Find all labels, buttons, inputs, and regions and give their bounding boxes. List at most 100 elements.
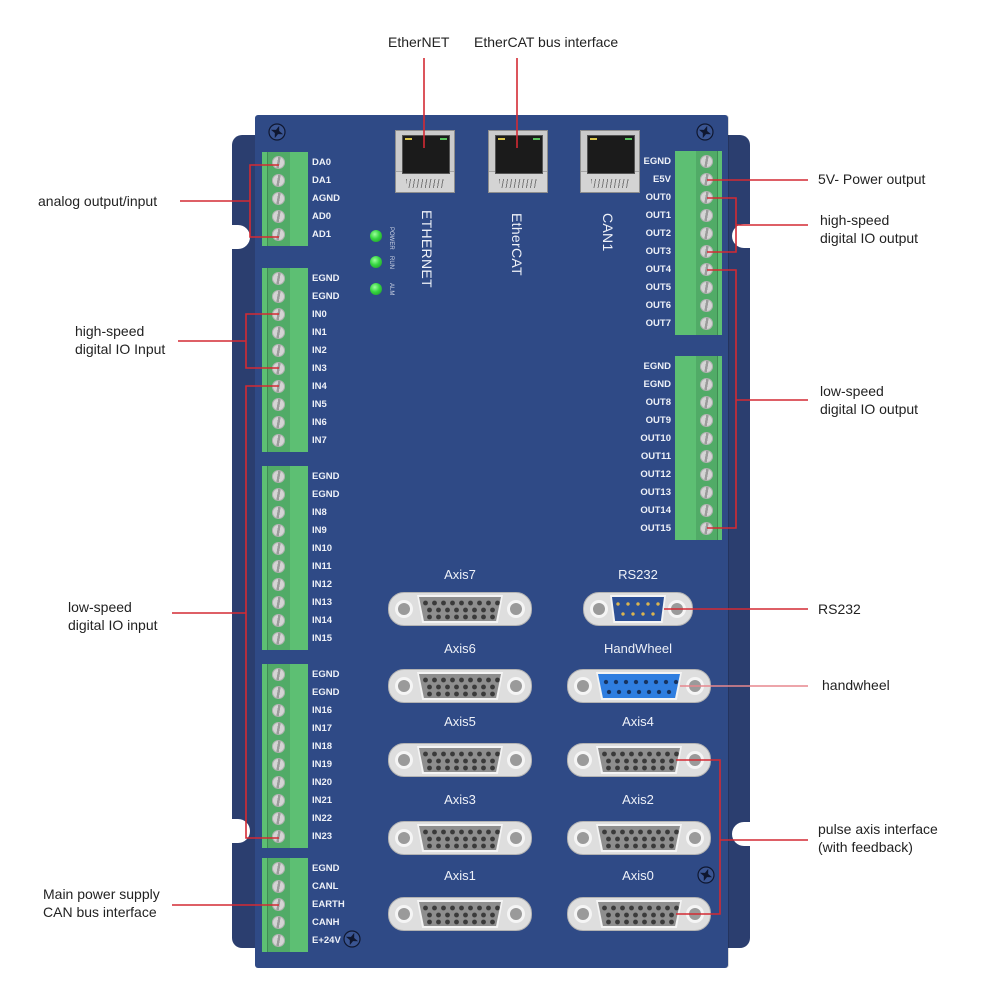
pin-label: IN20 xyxy=(312,777,333,788)
pin-label: EARTH xyxy=(312,899,345,910)
pin-label: IN17 xyxy=(312,723,333,734)
pin-label: OUT4 xyxy=(645,264,671,275)
terminal-pin: IN21 xyxy=(262,792,332,810)
terminal-pin: IN17 xyxy=(262,720,332,738)
screw-terminal-icon xyxy=(700,378,713,391)
terminal-pin: OUT8 xyxy=(646,394,722,412)
callout-ethernet: EtherNET xyxy=(388,34,450,50)
terminal-pin: IN2 xyxy=(262,342,327,360)
pin-label: IN16 xyxy=(312,705,333,716)
pin-label: IN6 xyxy=(312,417,327,428)
screw-terminal-icon xyxy=(700,414,713,427)
terminal-pin: EGND xyxy=(262,684,339,702)
screw-terminal-icon xyxy=(272,880,285,893)
pin-label: E+24V xyxy=(312,935,341,946)
terminal-pin: IN20 xyxy=(262,774,332,792)
screw-terminal-icon xyxy=(272,308,285,321)
rs232-label: RS232 xyxy=(618,567,658,582)
screw-terminal-icon xyxy=(272,632,285,645)
pin-label: OUT8 xyxy=(645,397,671,408)
axis7-connector xyxy=(388,592,532,626)
screw-terminal-icon xyxy=(700,468,713,481)
terminal-pin: EGND xyxy=(644,376,722,394)
screw-icon xyxy=(268,123,286,141)
screw-terminal-icon xyxy=(272,596,285,609)
power-led-label: POWER xyxy=(388,227,394,250)
screw-terminal-icon xyxy=(272,326,285,339)
terminal-pin: IN6 xyxy=(262,414,327,432)
can1-port xyxy=(580,130,640,193)
screw-terminal-icon xyxy=(272,434,285,447)
screw-terminal-icon xyxy=(272,916,285,929)
terminal-pin: OUT9 xyxy=(646,412,722,430)
pin-label: IN7 xyxy=(312,435,327,446)
mounting-notch xyxy=(732,224,751,248)
screw-icon xyxy=(696,123,714,141)
handwheel-label: HandWheel xyxy=(604,641,672,656)
pin-label: IN15 xyxy=(312,633,333,644)
pin-label: DA0 xyxy=(312,157,332,168)
screw-terminal-icon xyxy=(272,156,285,169)
callout-rs232: RS232 xyxy=(818,601,861,617)
terminal-pin: OUT13 xyxy=(640,484,722,502)
terminal-pin: EGND xyxy=(644,153,722,171)
axis0-label: Axis0 xyxy=(622,868,654,883)
pin-label: IN19 xyxy=(312,759,333,770)
pin-label: E5V xyxy=(653,174,671,185)
screw-terminal-icon xyxy=(272,542,285,555)
screw-terminal-icon xyxy=(700,245,713,258)
terminal-pin: IN13 xyxy=(262,594,332,612)
callout-ethercat: EtherCAT bus interface xyxy=(474,34,619,50)
ethernet-port-label: ETHERNET xyxy=(419,210,435,288)
pin-label: OUT11 xyxy=(640,451,671,462)
terminal-pin: OUT5 xyxy=(646,279,722,297)
pin-label: EGND xyxy=(312,669,340,680)
screw-terminal-icon xyxy=(272,488,285,501)
screw-terminal-icon xyxy=(700,155,713,168)
mount-hole-icon xyxy=(577,680,589,692)
terminal-pin: OUT3 xyxy=(646,243,722,261)
terminal-pin: OUT14 xyxy=(640,502,722,520)
screw-terminal-icon xyxy=(700,522,713,535)
screw-terminal-icon xyxy=(700,263,713,276)
mount-hole-icon xyxy=(398,832,410,844)
run-led-icon xyxy=(370,256,382,268)
pin-label: OUT12 xyxy=(640,469,671,480)
terminal-pin: OUT11 xyxy=(641,448,722,466)
pin-label: IN2 xyxy=(312,345,327,356)
terminal-pin: OUT1 xyxy=(646,207,722,225)
pin-label: OUT10 xyxy=(640,433,671,444)
terminal-pin: IN11 xyxy=(262,558,332,576)
pin-label: IN14 xyxy=(312,615,333,626)
axis7-label: Axis7 xyxy=(444,567,476,582)
pin-label: IN3 xyxy=(312,363,327,374)
mount-hole-icon xyxy=(398,908,410,920)
screw-terminal-icon xyxy=(272,704,285,717)
can1-port-label: CAN1 xyxy=(600,213,616,252)
mounting-notch xyxy=(732,822,751,846)
pin-label: IN18 xyxy=(312,741,333,752)
mount-hole-icon xyxy=(510,603,522,615)
screw-terminal-icon xyxy=(272,470,285,483)
screw-terminal-icon xyxy=(272,506,285,519)
pin-label: CANH xyxy=(312,917,340,928)
screw-terminal-icon xyxy=(272,362,285,375)
pin-label: EGND xyxy=(312,273,340,284)
screw-terminal-icon xyxy=(700,281,713,294)
screw-terminal-icon xyxy=(700,450,713,463)
mount-hole-icon xyxy=(577,754,589,766)
mount-hole-icon xyxy=(510,754,522,766)
terminal-pin: OUT0 xyxy=(646,189,722,207)
pin-label: AGND xyxy=(312,193,340,204)
pin-label: IN13 xyxy=(312,597,333,608)
screw-terminal-icon xyxy=(272,524,285,537)
screw-terminal-icon xyxy=(272,722,285,735)
terminal-pin: IN15 xyxy=(262,630,332,648)
screw-terminal-icon xyxy=(700,173,713,186)
pin-label: OUT5 xyxy=(645,282,671,293)
pin-label: IN1 xyxy=(312,327,327,338)
